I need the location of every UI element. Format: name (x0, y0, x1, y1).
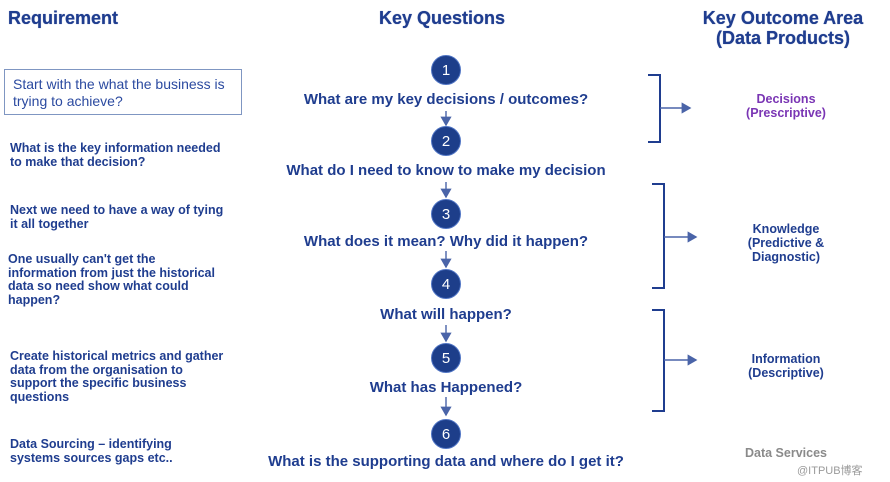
header-key-outcome-area-line2: (Data Products) (715, 28, 850, 48)
step-3-circle: 3 (431, 199, 461, 229)
watermark-text: @ITPUB博客 (797, 465, 863, 477)
requirement-3: Next we need to have a way of tying it a… (10, 203, 224, 231)
header-key-questions: Key Questions (379, 8, 506, 28)
requirement-2: What is the key information needed to ma… (10, 141, 221, 169)
outcome-decisions-subtitle: (Prescriptive) (746, 106, 826, 120)
header-key-outcome-area-line1: Key Outcome Area (702, 8, 864, 28)
step-5-circle: 5 (431, 343, 461, 373)
requirement-5: Create historical metrics and gather dat… (10, 349, 224, 404)
brace-decisions (648, 74, 661, 143)
outcome-knowledge-subtitle: (Predictive & (747, 236, 825, 250)
outcome-decisions-title: Decisions (756, 92, 816, 106)
question-4: What will happen? (380, 306, 512, 323)
outcome-knowledge-subtitle-2: Diagnostic) (751, 250, 821, 264)
question-2: What do I need to know to make my decisi… (286, 162, 606, 179)
outcome-information-title: Information (751, 352, 821, 366)
requirement-1: Start with the what the business is tryi… (4, 69, 242, 115)
outcome-information-subtitle: (Descriptive) (748, 366, 824, 380)
outcome-data-services: Data Services (744, 446, 827, 460)
brace-information (652, 309, 665, 412)
question-5: What has Happened? (369, 379, 523, 396)
header-requirement: Requirement (8, 8, 119, 28)
question-6: What is the supporting data and where do… (268, 453, 624, 470)
brace-knowledge (652, 183, 665, 289)
requirement-4: One usually can't get the information fr… (8, 252, 215, 307)
question-1: What are my key decisions / outcomes? (303, 91, 589, 108)
step-2-circle: 2 (431, 126, 461, 156)
step-1-circle: 1 (431, 55, 461, 85)
question-3: What does it mean? Why did it happen? (303, 233, 589, 250)
header-key-outcome-area: Key Outcome Area (Data Products) (688, 8, 878, 48)
outcome-knowledge-title: Knowledge (752, 222, 820, 236)
step-6-circle: 6 (431, 419, 461, 449)
outcome-information: Information (Descriptive) (726, 352, 846, 380)
step-4-circle: 4 (431, 269, 461, 299)
requirement-6: Data Sourcing – identifying systems sour… (10, 437, 173, 465)
outcome-decisions: Decisions (Prescriptive) (726, 92, 846, 120)
outcome-knowledge: Knowledge (Predictive & Diagnostic) (726, 222, 846, 264)
